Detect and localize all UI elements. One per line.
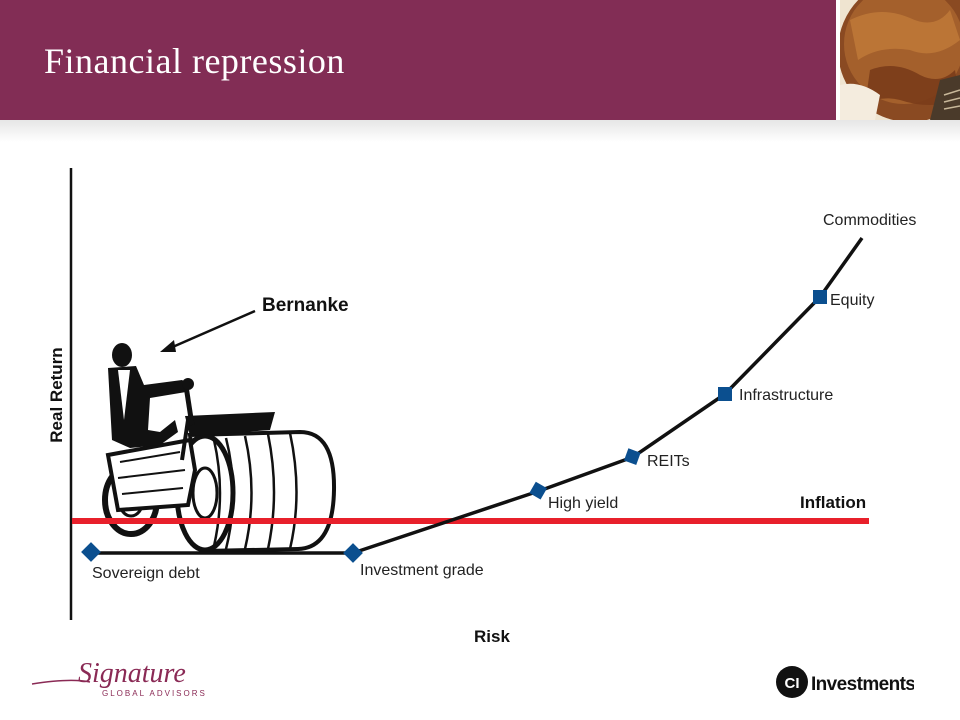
callout-arrowhead — [160, 340, 176, 352]
svg-text:CI: CI — [785, 675, 800, 692]
y-axis-label: Real Return — [47, 347, 66, 442]
label-reits: REITs — [647, 453, 690, 470]
callout-arrow — [167, 309, 256, 351]
svg-text:Signature: Signature — [78, 658, 186, 689]
inflation-label: Inflation — [800, 493, 866, 512]
header-shadow — [0, 120, 960, 142]
ci-investments-logo: CI Investments — [774, 663, 916, 701]
bernanke-callout: Bernanke — [262, 295, 349, 316]
signature-logo: Signature GLOBAL ADVISORS — [30, 652, 205, 702]
svg-text:GLOBAL ADVISORS: GLOBAL ADVISORS — [102, 689, 205, 698]
steamroller-illustration — [102, 343, 337, 556]
marker-sovereign-debt — [81, 542, 101, 562]
label-equity: Equity — [830, 292, 874, 309]
x-axis-label: Risk — [474, 627, 510, 646]
slide-title: Financial repression — [44, 41, 345, 81]
label-investment-grade: Investment grade — [360, 562, 484, 579]
label-commodities: Commodities — [823, 212, 916, 229]
marker-investment-grade — [343, 543, 363, 563]
marker-high-yield — [529, 481, 548, 500]
svg-text:Investments: Investments — [811, 674, 914, 695]
marker-equity — [813, 290, 827, 304]
title-bar: Financial repression — [0, 0, 836, 120]
label-high-yield: High yield — [548, 495, 618, 512]
label-sovereign-debt: Sovereign debt — [92, 565, 200, 582]
marker-infrastructure — [718, 387, 732, 401]
header-divider — [836, 0, 840, 120]
label-infrastructure: Infrastructure — [739, 387, 833, 404]
marker-reits — [623, 448, 641, 465]
globe-image — [840, 0, 960, 120]
